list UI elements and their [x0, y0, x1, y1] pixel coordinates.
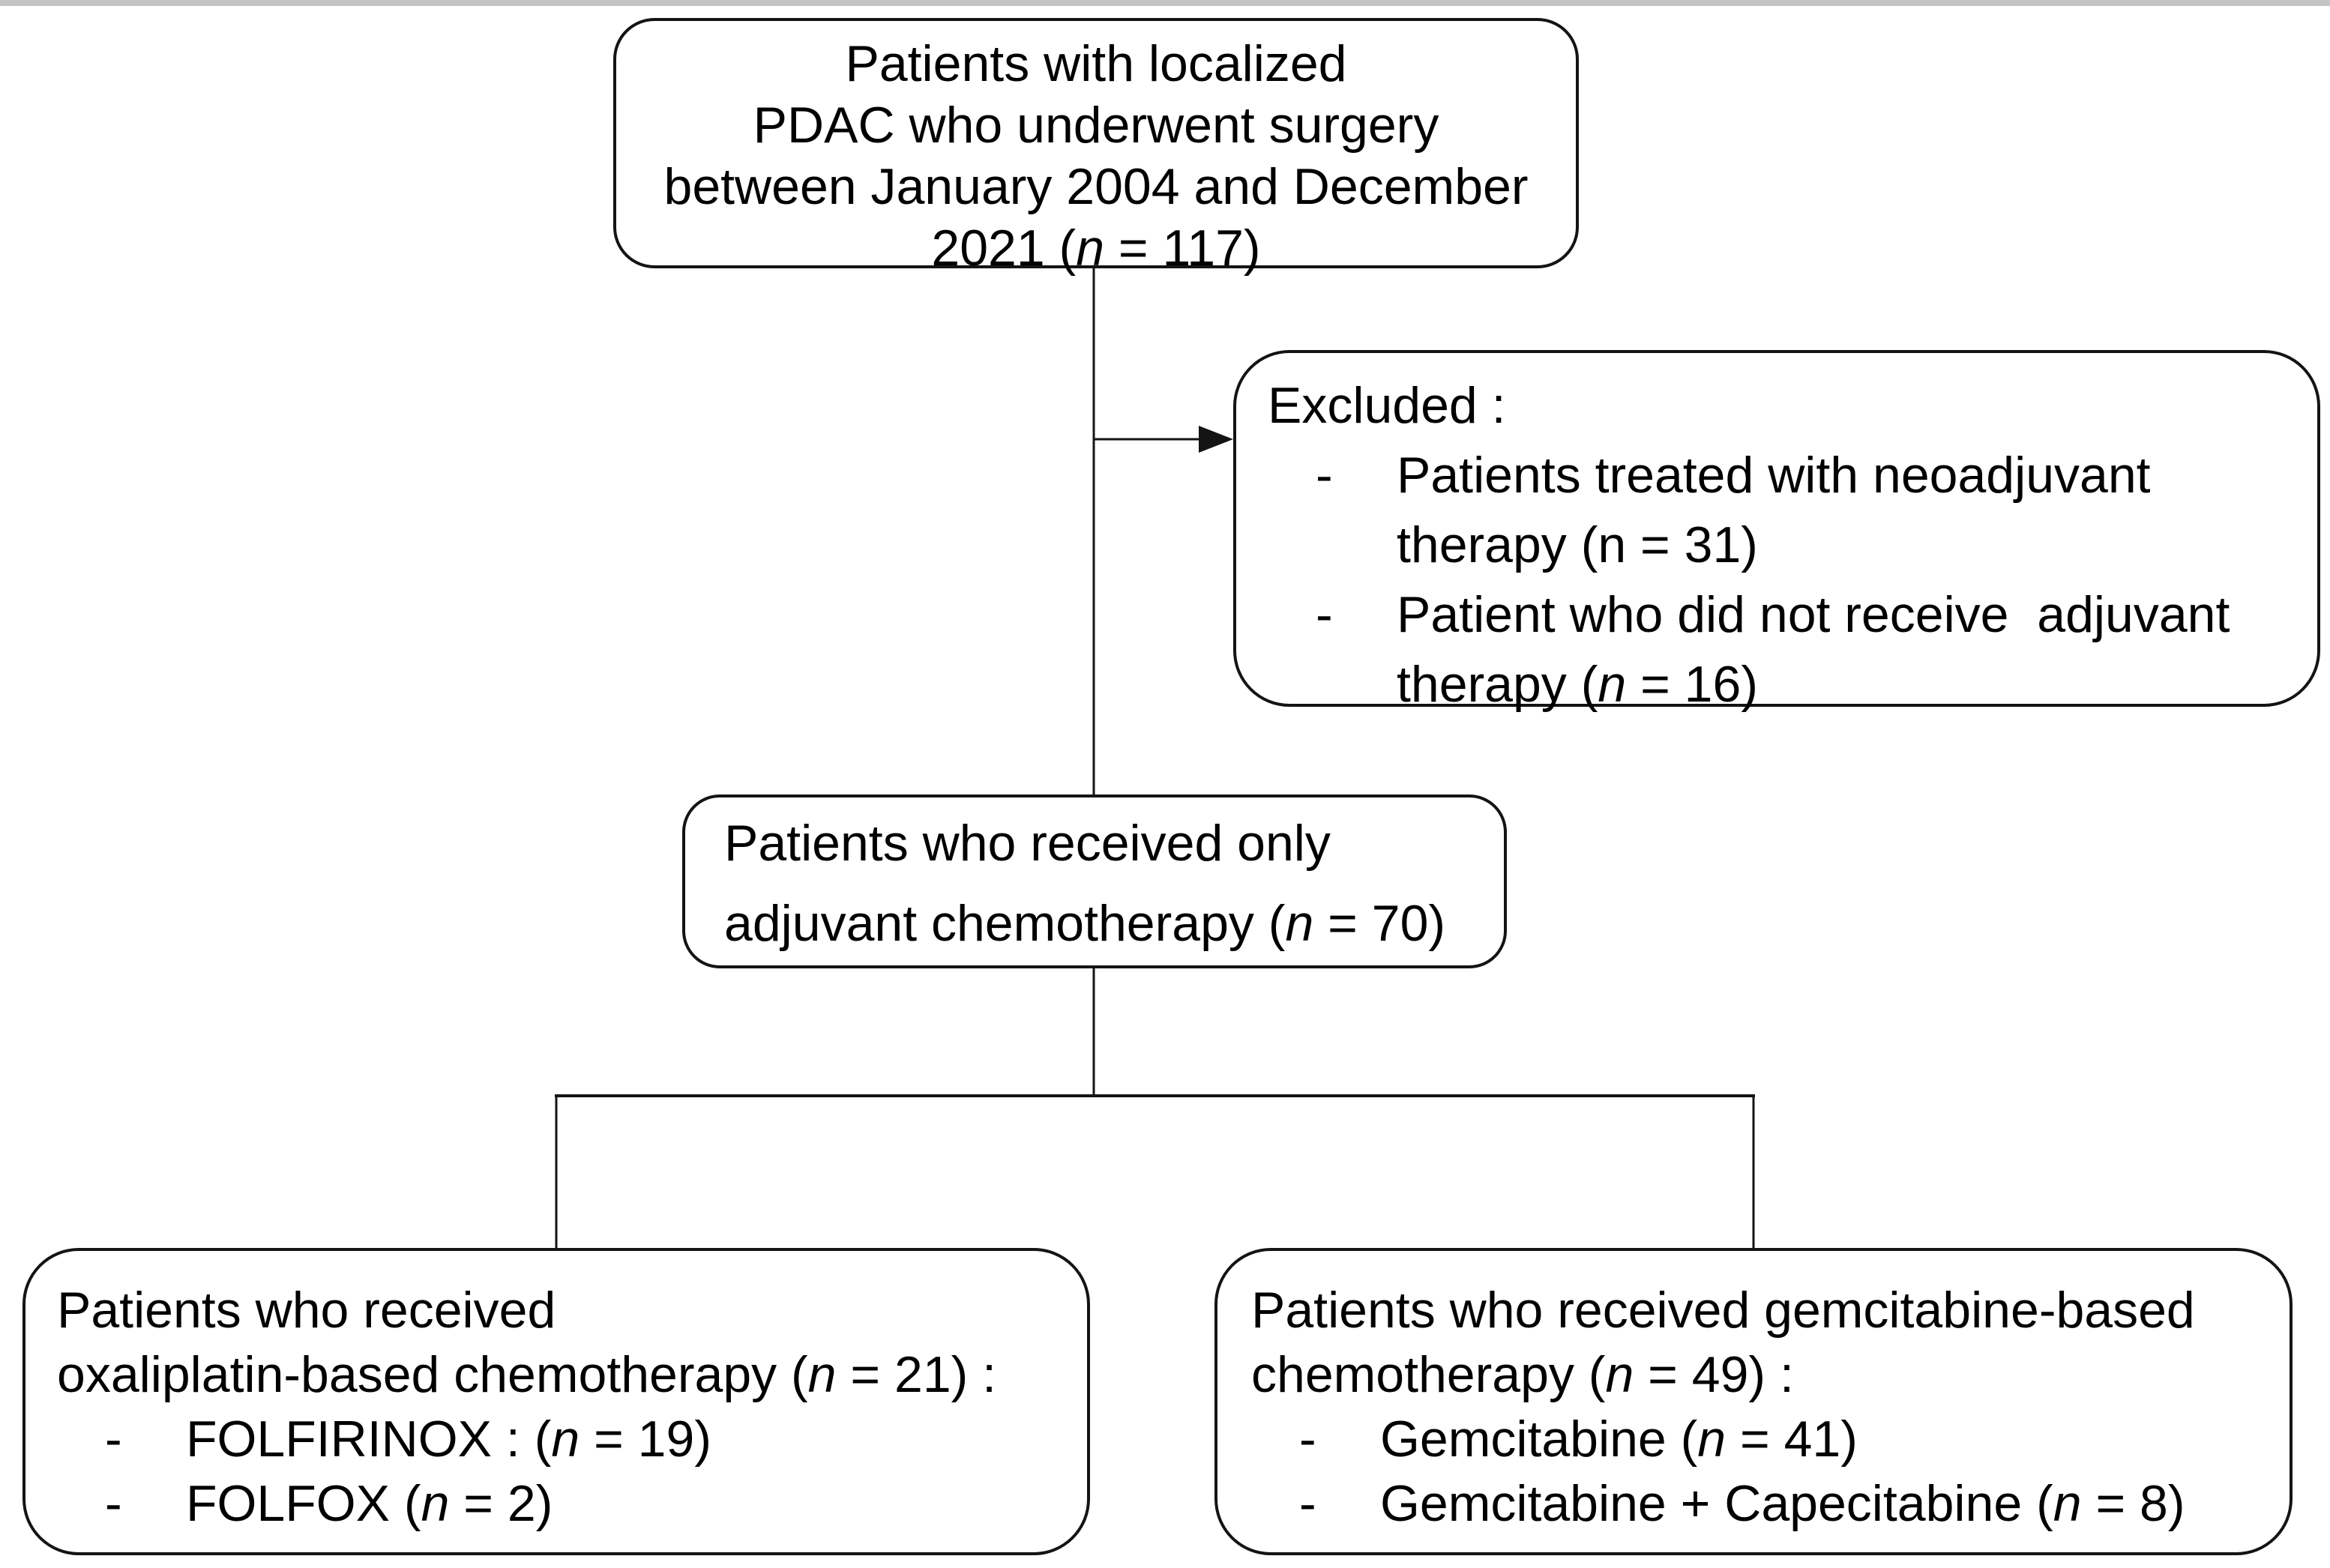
oxaliplatin-bullet-folfox: - FOLFOX (n = 2) — [105, 1471, 1075, 1536]
excluded-bullet-line: Patients treated with neoadjuvant — [1397, 447, 2151, 504]
gemcitabine-bullet-line: Gemcitabine + Capecitabine (n = 8) — [1380, 1475, 2185, 1532]
screenshot-top-edge-artifact — [0, 0, 2330, 6]
bullet-dash: - — [105, 1411, 122, 1468]
oxaliplatin-line: oxaliplatin-based chemotherapy (n = 21) … — [57, 1346, 997, 1403]
bullet-dash: - — [105, 1475, 122, 1532]
box-gemcitabine-chemo: Patients who received gemcitabine-based … — [1214, 1248, 2293, 1555]
excluded-bullet-line: therapy (n = 16) — [1397, 656, 1758, 713]
gemcitabine-bullet-line: Gemcitabine (n = 41) — [1380, 1411, 1858, 1468]
gemcitabine-line: chemotherapy (n = 49) : — [1251, 1346, 1794, 1403]
eligible-line: between January 2004 and December — [663, 158, 1529, 215]
oxaliplatin-bullet-folfirinox: - FOLFIRINOX : (n = 19) — [105, 1407, 1075, 1471]
gemcitabine-bullet-gem-cap: - Gemcitabine + Capecitabine (n = 8) — [1299, 1471, 2278, 1536]
eligible-line: 2021 (n = 117) — [931, 220, 1261, 277]
oxaliplatin-line: Patients who received — [57, 1282, 556, 1339]
adjuvant-line: Patients who received only — [724, 815, 1331, 872]
oxaliplatin-bullet-line: FOLFIRINOX : (n = 19) — [186, 1411, 711, 1468]
excluded-bullet-line: therapy (n = 31) — [1397, 516, 1758, 573]
adjuvant-line: adjuvant chemotherapy (n = 70) — [724, 895, 1446, 952]
eligible-line: PDAC who underwent surgery — [753, 97, 1439, 154]
excluded-bullet-neoadjuvant: - Patients treated with neoadjuvant ther… — [1316, 441, 2299, 580]
bullet-dash: - — [1316, 447, 1333, 504]
excluded-bullet-line: Patient who did not receive adjuvant — [1397, 586, 2230, 643]
gemcitabine-line: Patients who received gemcitabine-based — [1251, 1282, 2195, 1339]
bullet-dash: - — [1299, 1475, 1316, 1532]
bullet-dash: - — [1316, 586, 1333, 643]
box-oxaliplatin-chemo: Patients who received oxaliplatin-based … — [22, 1248, 1090, 1555]
arrowhead-to-excluded-icon — [1199, 426, 1233, 453]
eligible-line: Patients with localized — [845, 35, 1347, 92]
box-excluded: Excluded : - Patients treated with neoad… — [1233, 350, 2320, 713]
box-adjuvant-only: Patients who received only adjuvant chem… — [682, 794, 1507, 968]
gemcitabine-bullet-gem: - Gemcitabine (n = 41) — [1299, 1407, 2278, 1471]
oxaliplatin-bullet-line: FOLFOX (n = 2) — [186, 1475, 553, 1532]
excluded-title: Excluded : — [1268, 377, 1506, 434]
excluded-bullet-no-adjuvant: - Patient who did not receive adjuvant t… — [1316, 580, 2299, 720]
bullet-dash: - — [1299, 1411, 1316, 1468]
box-eligible-patients: Patients with localized PDAC who underwe… — [613, 18, 1579, 277]
